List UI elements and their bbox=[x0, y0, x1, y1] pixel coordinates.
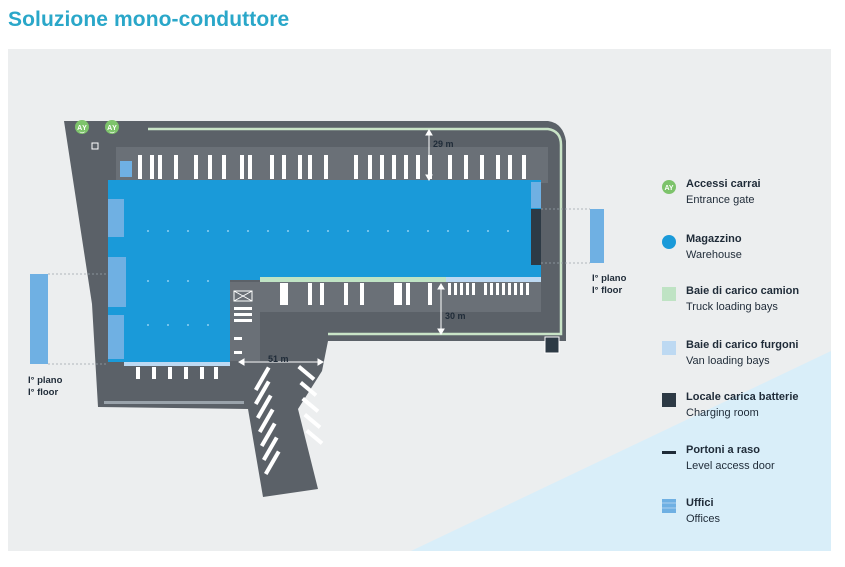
legend-truck-bays-en: Truck loading bays bbox=[686, 301, 778, 313]
south-dock-green bbox=[260, 277, 446, 282]
guard-house bbox=[544, 336, 560, 354]
south-van-bays bbox=[448, 283, 529, 295]
courtyard-box bbox=[233, 290, 253, 302]
west-courtyard bbox=[230, 287, 260, 361]
legend-warehouse-en: Warehouse bbox=[686, 249, 742, 261]
legend-entrance-gate-en: Entrance gate bbox=[686, 194, 755, 206]
left-floor-label: I° plano I° floor bbox=[28, 375, 62, 399]
west-office-2 bbox=[108, 257, 126, 307]
legend-level-door-en: Level access door bbox=[686, 460, 775, 472]
legend-level-door-it: Portoni a raso bbox=[686, 444, 760, 456]
legend-warehouse-it: Magazzino bbox=[686, 233, 742, 245]
right-floor-label-it: I° plano bbox=[592, 273, 627, 284]
south-depth-label: 30 m bbox=[445, 311, 466, 321]
west-width-label: 51 m bbox=[268, 354, 289, 364]
north-truck-bays bbox=[138, 155, 526, 179]
right-floor-label-en: I° floor bbox=[592, 285, 623, 296]
west-office-3 bbox=[108, 315, 124, 359]
legend-van-bays-en: Van loading bays bbox=[686, 355, 770, 367]
south-dock-van bbox=[446, 277, 541, 282]
left-floor-label-it: I° plano bbox=[28, 375, 63, 386]
legend-charging-room-en: Charging room bbox=[686, 407, 759, 419]
south-fence-strip bbox=[104, 401, 244, 404]
legend-van-bays-it: Baie di carico furgoni bbox=[686, 339, 799, 351]
legend-truck-bays-it: Baie di carico camion bbox=[686, 285, 800, 297]
legend-charging-room-it: Locale carica batterie bbox=[686, 391, 799, 403]
legend-offices-en: Offices bbox=[686, 513, 721, 525]
legend-offices-it: Uffici bbox=[686, 497, 714, 509]
left-floor-label-en: I° floor bbox=[28, 387, 59, 398]
dimension-west-arrow bbox=[238, 358, 324, 366]
courtyard-vans bbox=[234, 307, 252, 354]
east-office-strip bbox=[531, 182, 541, 208]
dimension-south-arrow bbox=[437, 283, 445, 335]
west-office-1 bbox=[108, 199, 124, 237]
warehouse-pillars bbox=[147, 230, 509, 326]
right-floor-label: I° plano I° floor bbox=[592, 273, 626, 297]
south-west-vans bbox=[136, 367, 218, 379]
charging-room-swatch bbox=[662, 393, 676, 407]
warehouse-dot-icon bbox=[662, 235, 676, 249]
site-plan-panel: A͜Y A͜Y 29 m 30 m 51 m I° plano I° bbox=[8, 49, 831, 551]
page-title: Soluzione mono-conduttore bbox=[8, 8, 290, 31]
dimension-north-arrow bbox=[425, 129, 433, 181]
south-truck-bays bbox=[280, 283, 432, 305]
van-bay-swatch bbox=[662, 341, 676, 355]
decorative-corner bbox=[411, 351, 831, 551]
south-apron bbox=[230, 282, 541, 312]
entrance-gate-2: A͜Y bbox=[105, 120, 119, 134]
north-apron bbox=[116, 147, 548, 183]
svg-text:AY: AY bbox=[664, 185, 673, 192]
site-plan: A͜Y A͜Y bbox=[30, 120, 604, 497]
west-floor-office bbox=[30, 274, 48, 364]
entrance-gate-1: A͜Y bbox=[75, 120, 89, 134]
northwest-office bbox=[120, 161, 132, 177]
truck-bay-swatch bbox=[662, 287, 676, 301]
entrance-gate-icon: AY bbox=[662, 180, 676, 194]
site-green-border bbox=[148, 127, 563, 336]
gatehouse bbox=[91, 142, 99, 150]
diagonal-parking bbox=[253, 365, 324, 475]
offices-swatch bbox=[662, 499, 676, 513]
charging-room bbox=[531, 209, 541, 265]
svg-text:A͜Y: A͜Y bbox=[77, 125, 87, 133]
east-floor-office bbox=[590, 209, 604, 263]
warehouse bbox=[108, 180, 541, 362]
south-west-van-strip bbox=[124, 362, 230, 366]
svg-text:A͜Y: A͜Y bbox=[107, 125, 117, 133]
north-depth-label: 29 m bbox=[433, 139, 454, 149]
legend-entrance-gate-it: Accessi carrai bbox=[686, 178, 761, 190]
level-door-line bbox=[662, 451, 676, 454]
